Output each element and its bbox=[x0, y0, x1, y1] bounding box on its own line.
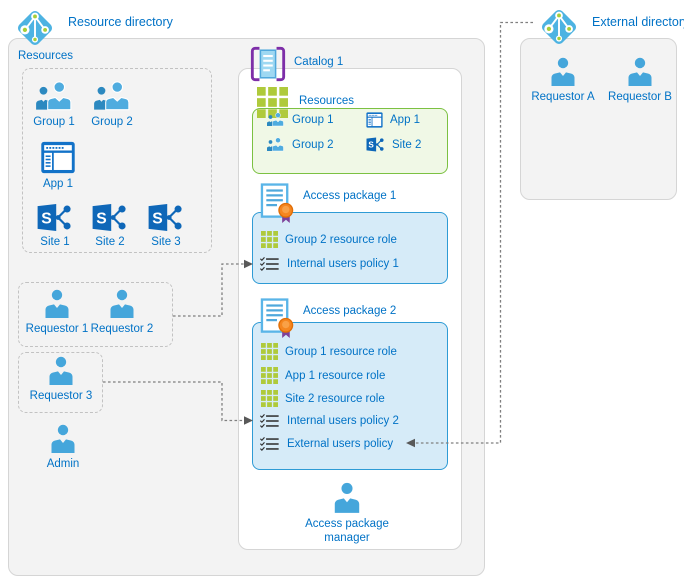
policy-checklist-icon bbox=[259, 436, 280, 452]
ap2-row-resource-role: Group 1 resource role bbox=[261, 343, 397, 360]
requestor-b-label: Requestor B bbox=[608, 91, 672, 103]
requestors-1-2-dashed-box bbox=[18, 282, 173, 347]
app-1-label: App 1 bbox=[42, 178, 74, 190]
group-1-figure: Group 1 bbox=[22, 80, 86, 129]
requestor-b-figure: Requestor B bbox=[607, 57, 673, 104]
sharepoint-icon bbox=[147, 203, 185, 232]
access-package-2-title: Access package 2 bbox=[303, 305, 397, 317]
group-2-figure: Group 2 bbox=[80, 80, 144, 129]
catalog-resource-app-1: App 1 bbox=[366, 112, 420, 128]
requestor-3-figure: Requestor 3 bbox=[28, 356, 94, 403]
requestor-1-figure: Requestor 1 bbox=[24, 289, 90, 336]
catalog-resource-label: Group 2 bbox=[292, 138, 334, 151]
sharepoint-icon bbox=[91, 203, 129, 232]
external-directory-label: External directory bbox=[592, 15, 684, 29]
requestor-a-label: Requestor A bbox=[531, 91, 595, 103]
ap1-row-label: Group 2 resource role bbox=[285, 233, 397, 246]
resources-section-label: Resources bbox=[18, 50, 73, 62]
catalog-icon bbox=[249, 45, 287, 83]
ap2-row-resource-role: App 1 resource role bbox=[261, 367, 385, 384]
person-icon bbox=[547, 57, 579, 87]
resources-dashed-box bbox=[22, 68, 212, 253]
access-package-icon bbox=[260, 298, 295, 339]
access-package-icon bbox=[260, 183, 295, 224]
requestor-2-label: Requestor 2 bbox=[90, 323, 154, 335]
group-icon bbox=[92, 80, 132, 112]
requestor-a-figure: Requestor A bbox=[530, 57, 596, 104]
person-icon bbox=[624, 57, 656, 87]
ap2-row-resource-role: Site 2 resource role bbox=[261, 390, 385, 407]
access-package-1-title: Access package 1 bbox=[303, 190, 397, 202]
group-icon bbox=[266, 112, 285, 127]
ap2-row-label: App 1 resource role bbox=[285, 369, 386, 382]
policy-checklist-icon bbox=[259, 256, 280, 272]
catalog-resource-label: Site 2 bbox=[392, 138, 422, 151]
ap2-row-label: Group 1 resource role bbox=[285, 345, 397, 358]
grid-icon bbox=[261, 343, 278, 360]
access-package-manager-figure: Access package manager bbox=[287, 482, 407, 545]
site-2-label: Site 2 bbox=[95, 236, 125, 248]
resource-directory-label: Resource directory bbox=[68, 15, 173, 29]
grid-icon bbox=[261, 390, 278, 407]
resource-directory-icon bbox=[10, 3, 60, 53]
app-icon bbox=[366, 112, 383, 128]
ap2-row-policy: Internal users policy 2 bbox=[259, 413, 399, 429]
person-icon bbox=[330, 482, 364, 514]
site-2-figure: Site 2 bbox=[78, 203, 142, 249]
person-icon bbox=[41, 289, 73, 319]
requestor-3-dashed-box bbox=[18, 352, 103, 413]
requestor-3-label: Requestor 3 bbox=[29, 390, 93, 402]
external-directory-icon bbox=[534, 2, 584, 52]
person-icon bbox=[45, 356, 77, 386]
apm-label-line1: Access package bbox=[305, 518, 389, 530]
catalog-resource-site-2: Site 2 bbox=[366, 137, 421, 152]
app-1-figure: App 1 bbox=[26, 141, 90, 191]
catalog-resource-label: App 1 bbox=[390, 114, 421, 126]
site-1-figure: Site 1 bbox=[23, 203, 87, 249]
grid-icon bbox=[261, 231, 278, 248]
sharepoint-icon bbox=[366, 137, 385, 152]
apm-label-line2: manager bbox=[324, 532, 370, 544]
policy-checklist-icon bbox=[259, 413, 280, 429]
external-directory-panel bbox=[520, 38, 677, 200]
admin-figure: Admin bbox=[30, 424, 96, 471]
person-icon bbox=[106, 289, 138, 319]
group-2-label: Group 2 bbox=[91, 116, 133, 128]
admin-label: Admin bbox=[46, 458, 80, 470]
ap2-row-policy: External users policy bbox=[259, 436, 393, 452]
ap2-row-label: Internal users policy 2 bbox=[287, 415, 399, 427]
group-icon bbox=[34, 80, 74, 112]
catalog-resources-label: Resources bbox=[299, 95, 354, 107]
app-icon bbox=[40, 141, 76, 174]
catalog-resource-group-2: Group 2 bbox=[266, 137, 334, 152]
ap1-row-policy: Internal users policy 1 bbox=[259, 256, 399, 272]
person-icon bbox=[47, 424, 79, 454]
group-1-label: Group 1 bbox=[33, 116, 75, 128]
grid-icon bbox=[261, 367, 278, 384]
requestor-1-label: Requestor 1 bbox=[25, 323, 89, 335]
ap1-row-resource-role: Group 2 resource role bbox=[261, 231, 397, 248]
requestor-2-figure: Requestor 2 bbox=[89, 289, 155, 336]
access-package-manager-label: Access package manager bbox=[305, 517, 389, 545]
site-3-figure: Site 3 bbox=[134, 203, 198, 249]
catalog-title: Catalog 1 bbox=[294, 56, 344, 68]
ap2-row-label: Site 2 resource role bbox=[285, 392, 385, 405]
site-3-label: Site 3 bbox=[151, 236, 181, 248]
group-icon bbox=[266, 137, 285, 152]
sharepoint-icon bbox=[36, 203, 74, 232]
ap2-row-label: External users policy bbox=[287, 438, 394, 450]
site-1-label: Site 1 bbox=[40, 236, 70, 248]
catalog-resource-label: Group 1 bbox=[292, 113, 334, 126]
catalog-resource-group-1: Group 1 bbox=[266, 112, 334, 127]
ap1-row-label: Internal users policy 1 bbox=[287, 258, 399, 270]
